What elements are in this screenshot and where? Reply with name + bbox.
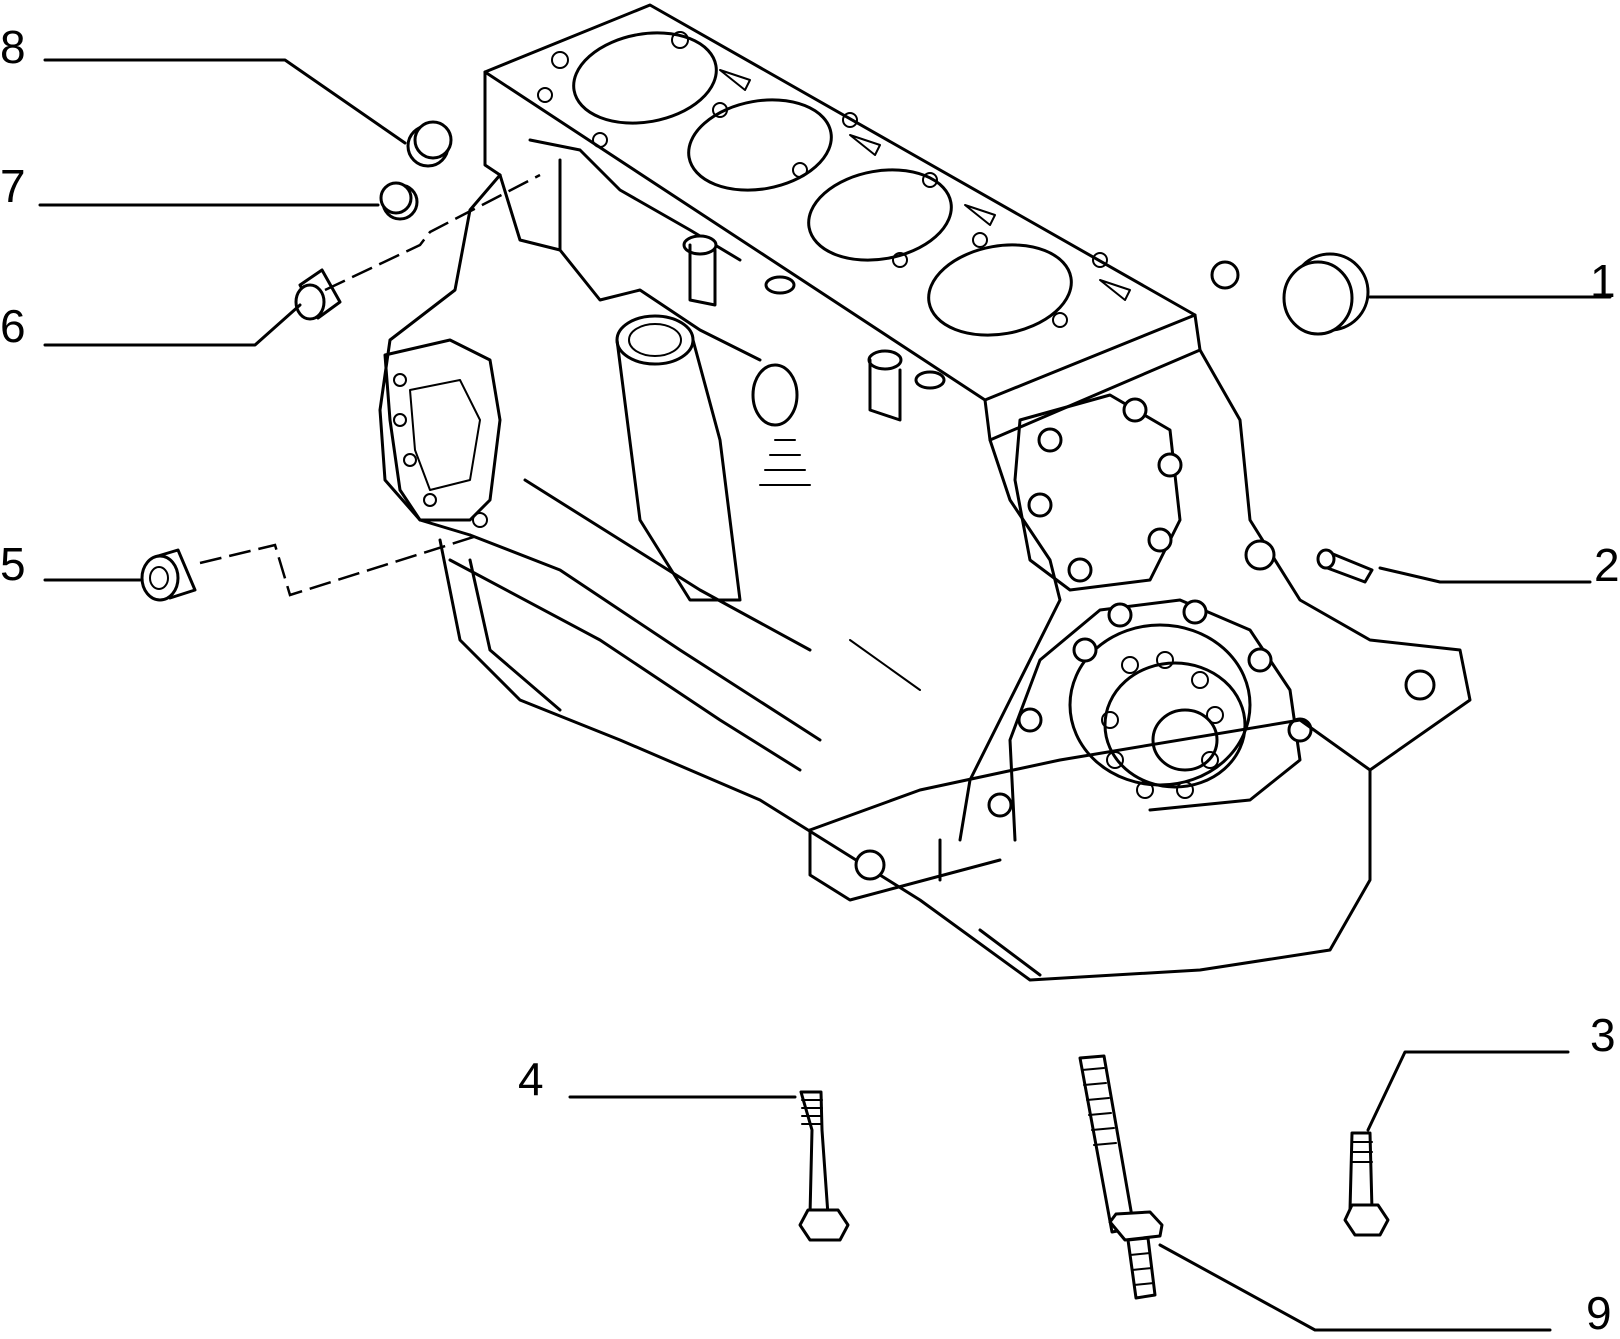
callout-6: 6	[0, 300, 26, 352]
callout-9: 9	[1586, 1287, 1612, 1339]
callout-5: 5	[0, 538, 26, 590]
part-7-plug	[379, 181, 419, 221]
engine-block	[378, 3, 1472, 982]
leader-lines	[38, 58, 1612, 1332]
part-1-cup-plug	[1282, 252, 1370, 336]
part-2-dowel	[1316, 548, 1374, 584]
part-4-bolt	[798, 1090, 850, 1242]
callout-2: 2	[1594, 539, 1620, 591]
callout-8: 8	[0, 21, 26, 73]
part-9-stud	[1078, 1054, 1164, 1300]
callout-4: 4	[518, 1053, 544, 1105]
callout-7: 7	[0, 160, 26, 212]
part-6-bushing	[294, 268, 342, 321]
part-8-cap	[406, 120, 453, 168]
part-3-bolt	[1343, 1131, 1390, 1237]
callout-3: 3	[1590, 1009, 1616, 1061]
callout-1: 1	[1590, 255, 1616, 307]
part-5-bushing	[140, 548, 197, 602]
